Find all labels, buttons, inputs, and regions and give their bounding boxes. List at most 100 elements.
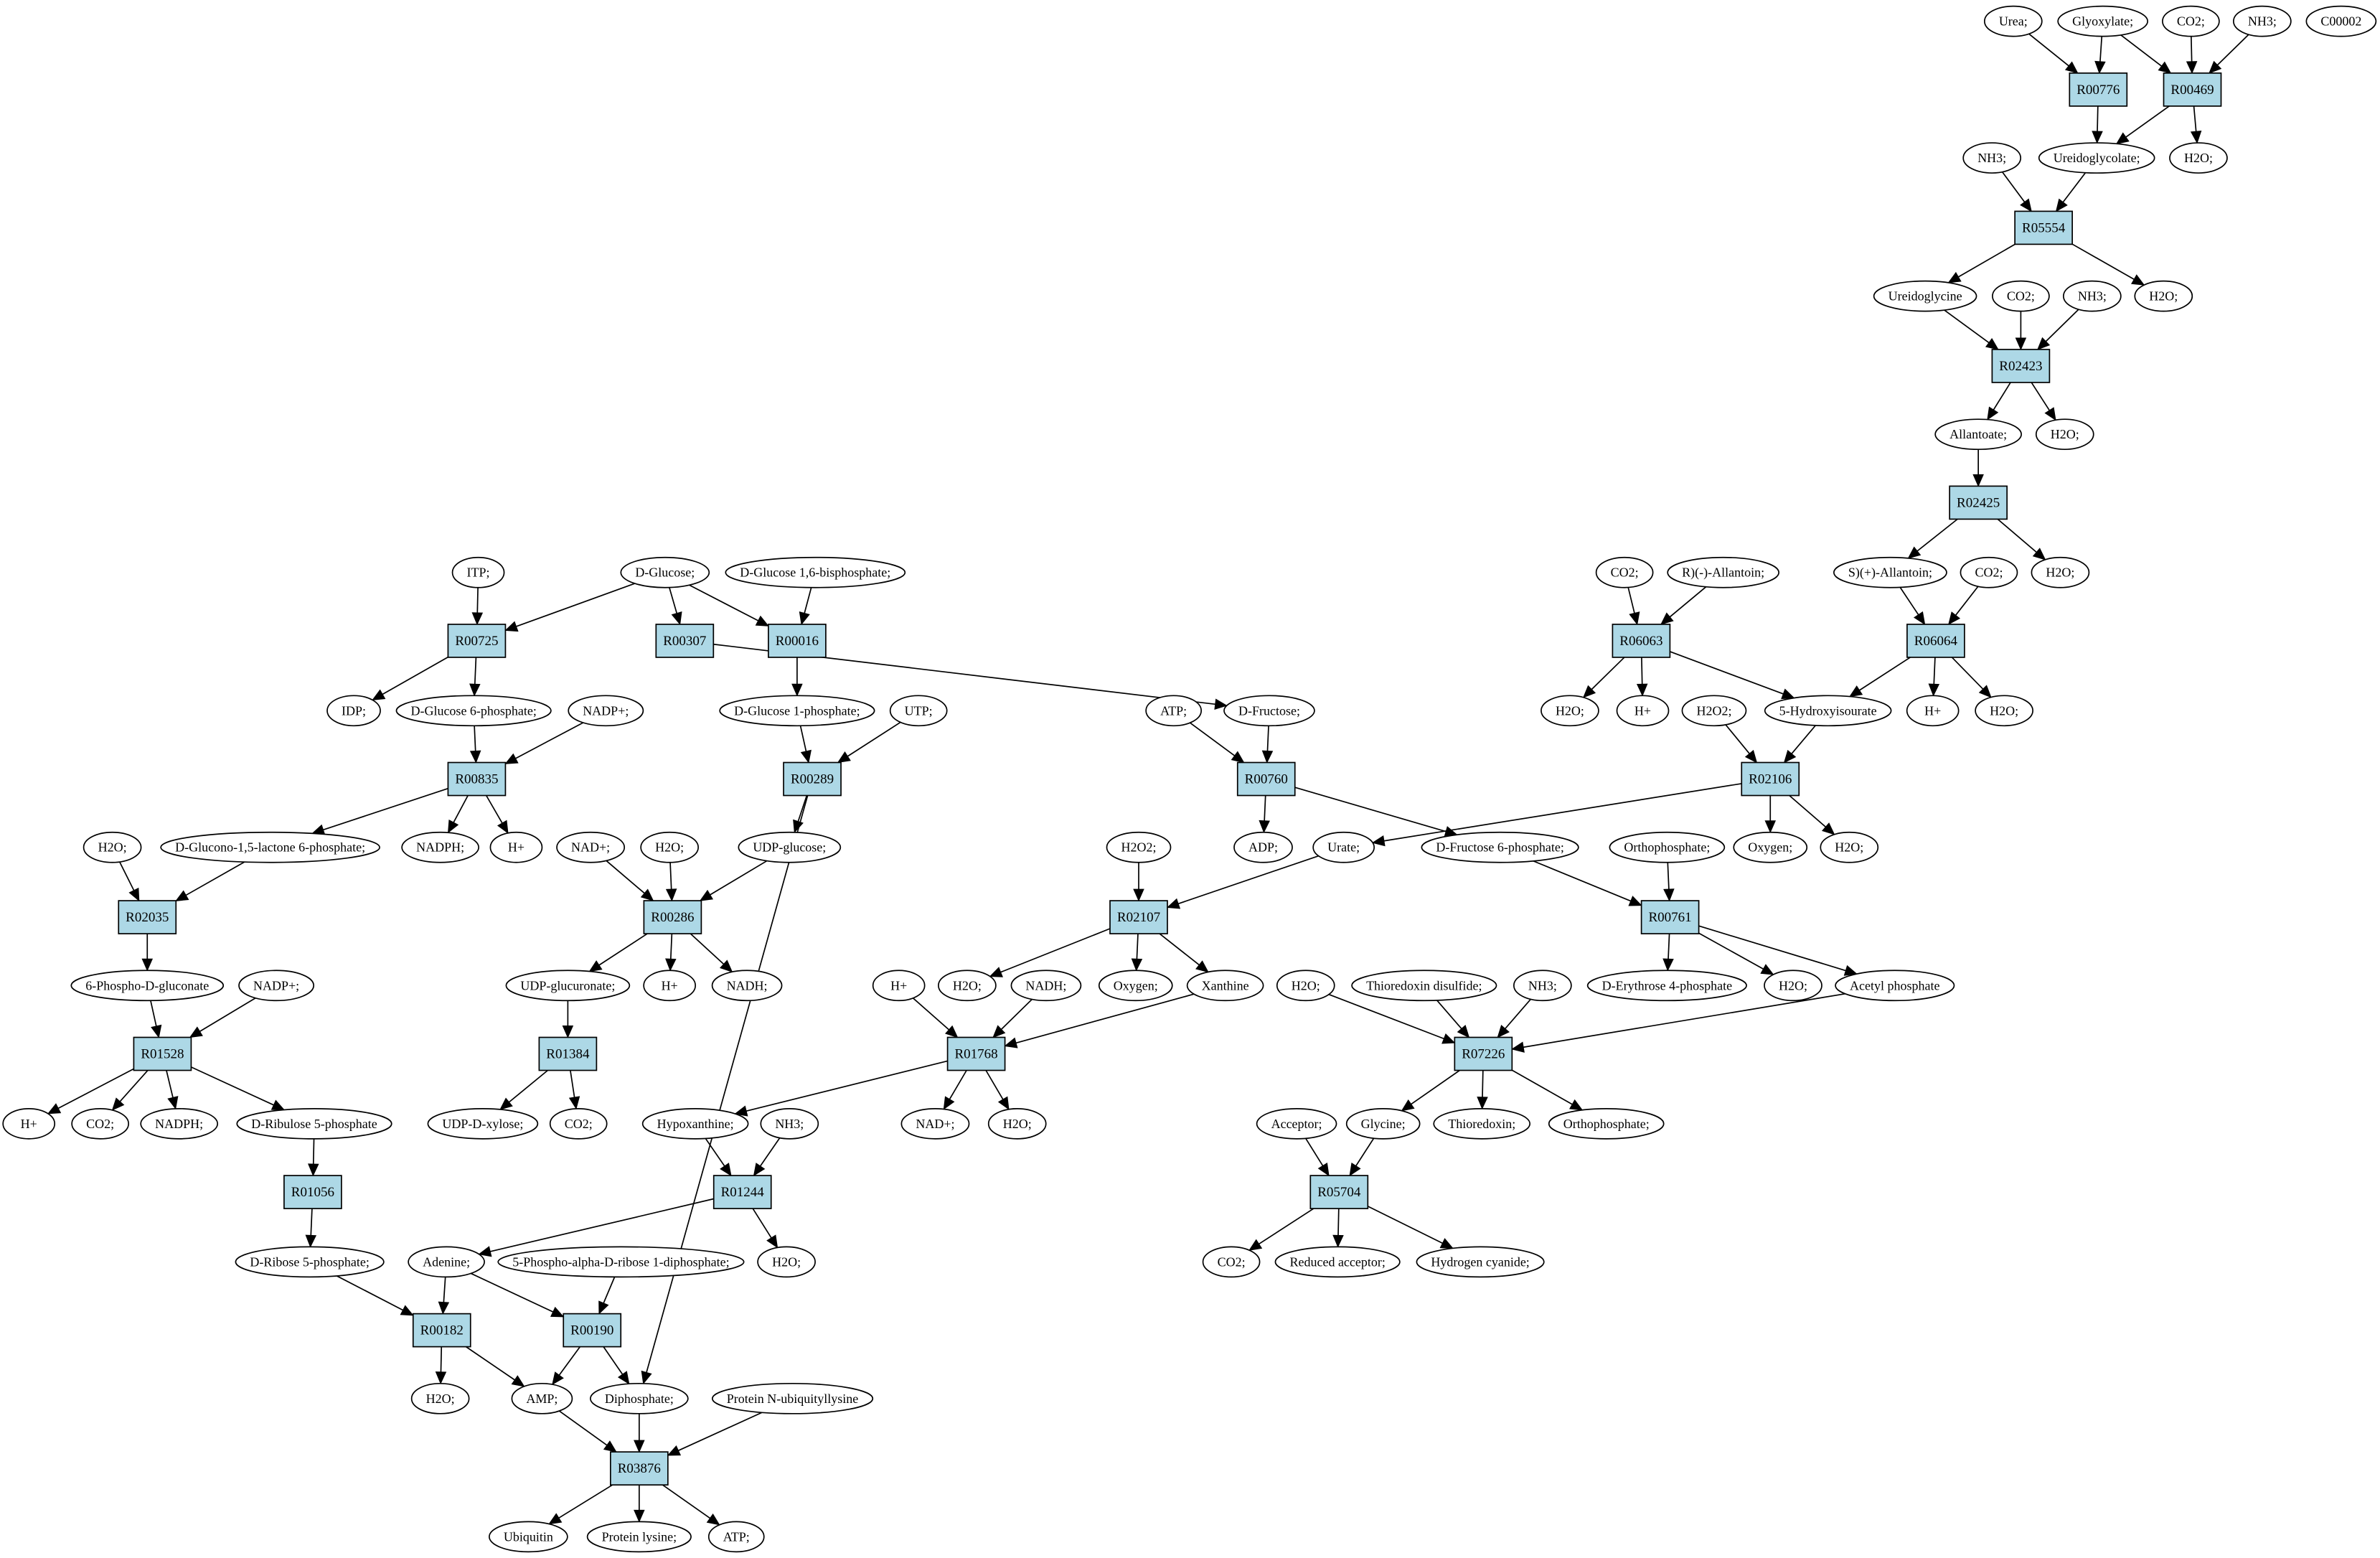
reaction-box <box>946 1036 1006 1071</box>
edge-line <box>1177 855 1319 905</box>
compound-label: NADH; <box>1025 978 1066 992</box>
arrowhead <box>734 1105 748 1117</box>
arrowhead <box>1663 888 1675 902</box>
arrowhead <box>989 967 1003 977</box>
edge-ribose5p-to-r00182 <box>337 1275 414 1316</box>
edge-ribulose5p-to-r01056 <box>308 1138 319 1177</box>
arrowhead <box>128 887 140 902</box>
arrowhead <box>400 1305 414 1316</box>
reaction-label: R00761 <box>1649 910 1692 925</box>
compound-label: Ureidoglycolate; <box>2054 151 2140 165</box>
edge-line <box>191 1066 274 1106</box>
compound-shape <box>83 831 142 863</box>
arrowhead <box>448 819 459 834</box>
arrowhead <box>499 1097 513 1110</box>
reaction-r07226: R07226 <box>1454 1036 1513 1071</box>
compound-s-allantoin: S)(+)-Allantoin; <box>1833 556 1947 588</box>
edge-line <box>598 933 648 966</box>
compound-g6p: D-Glucose 6-phosphate; <box>395 695 552 727</box>
reaction-r02035: R02035 <box>118 900 177 934</box>
compound-label: NH3; <box>2248 14 2277 29</box>
compound-hydrogen-cyanide: Hydrogen cyanide; <box>1416 1246 1545 1278</box>
edge-hypoxanthine-to-r01244 <box>705 1137 732 1177</box>
compound-label: Acceptor; <box>1271 1117 1322 1131</box>
edge-line <box>690 933 725 965</box>
edge-r00725-to-idp <box>372 656 448 701</box>
compound-label: ADP; <box>1248 840 1278 855</box>
edge-line <box>466 1346 515 1381</box>
reaction-label: R00307 <box>663 634 706 649</box>
reaction-r00761: R00761 <box>1640 900 1700 934</box>
edge-r01528-to-h-r01528 <box>47 1068 134 1114</box>
arrowhead <box>1004 1037 1018 1048</box>
arrowhead <box>634 1440 645 1453</box>
edge-line <box>118 861 135 891</box>
reaction-r02107: R02107 <box>1109 900 1168 934</box>
edge-r00190-to-diphosphate <box>603 1346 630 1385</box>
compound-shape <box>2031 556 2090 588</box>
arrowhead <box>1913 611 1926 625</box>
edge-line <box>1259 1208 1314 1245</box>
edge-d-fructose-to-r00760 <box>1261 726 1274 764</box>
compound-co2-top: CO2; <box>2162 5 2220 37</box>
compound-shape <box>1764 695 1892 727</box>
edge-nadp-r01528-to-r01528 <box>189 997 256 1038</box>
reaction-box <box>783 761 842 797</box>
compound-co2-r01528: CO2; <box>71 1107 130 1140</box>
arrowhead <box>1978 685 1992 698</box>
reaction-box <box>118 900 177 934</box>
edge-line <box>669 587 678 614</box>
compound-udp-glucuronate: UDP-glucuronate; <box>505 970 631 1002</box>
arrowhead <box>588 960 603 972</box>
compound-atp-r03876: ATP; <box>707 1521 765 1553</box>
edge-line <box>1337 1209 1340 1236</box>
edge-glyoxylate-to-r00469 <box>2120 34 2172 74</box>
compound-h2o2-r02107: H2O2; <box>1106 831 1172 863</box>
compound-label: H+ <box>662 978 678 992</box>
compound-label: Hydrogen cyanide; <box>1431 1254 1529 1269</box>
compound-h2o-r02106: H2O; <box>1820 831 1879 863</box>
compound-ribulose5p: D-Ribulose 5-phosphate <box>236 1107 392 1140</box>
compound-label: H2O; <box>1003 1117 1032 1131</box>
compound-label: Oxygen; <box>1748 840 1792 855</box>
reaction-box <box>1991 349 2051 383</box>
compound-label: CO2; <box>1218 1254 1246 1269</box>
compound-label: R)(-)-Allantoin; <box>1682 566 1764 581</box>
edge-nh3-r07226-to-r07226 <box>1497 998 1531 1038</box>
edge-h-r01768-to-r01768 <box>912 998 959 1038</box>
compound-shape <box>586 1521 692 1553</box>
reaction-box <box>655 624 715 658</box>
compound-nadph-r00835: NADPH; <box>401 831 479 863</box>
edge-line <box>474 726 476 751</box>
edge-line <box>1511 1069 1573 1105</box>
compound-glucono-lactone: D-Glucono-1,5-lactone 6-phosphate; <box>160 831 380 863</box>
edge-r00286-to-udp-glucuronate <box>588 933 648 972</box>
edge-line <box>1698 932 1764 970</box>
compound-h2o-r00182: H2O; <box>410 1382 470 1414</box>
reaction-label: R01768 <box>954 1047 997 1062</box>
edge-line <box>516 583 635 627</box>
reaction-label: R01056 <box>291 1185 334 1200</box>
edge-line <box>474 657 477 685</box>
compound-label: H2O2; <box>1696 703 1731 718</box>
compound-label: Ureidoglycine <box>1889 289 1962 304</box>
edge-r00286-to-h-r00286 <box>665 934 677 972</box>
edge-line <box>1993 382 2011 410</box>
arrowhead <box>800 749 812 764</box>
compound-label: D-Glucose; <box>635 566 695 580</box>
edge-line <box>1859 657 1911 691</box>
arrowhead <box>1947 271 1962 283</box>
compound-shape <box>1351 970 1497 1002</box>
arrowhead <box>634 1509 645 1523</box>
reaction-box <box>1309 1175 1369 1209</box>
edge-xanthine-to-r01768 <box>1004 993 1195 1048</box>
edge-line <box>1955 586 1979 616</box>
compound-label: Oxygen; <box>1114 978 1158 992</box>
edge-line <box>2045 309 2079 342</box>
edge-co2-r06064-to-r06064 <box>1948 586 1979 625</box>
compound-shape <box>738 831 842 863</box>
edge-line <box>847 721 901 757</box>
compound-label: NAD+; <box>571 840 610 855</box>
compound-shape <box>2057 5 2149 37</box>
compound-allantoate: Allantoate; <box>1934 418 2022 451</box>
